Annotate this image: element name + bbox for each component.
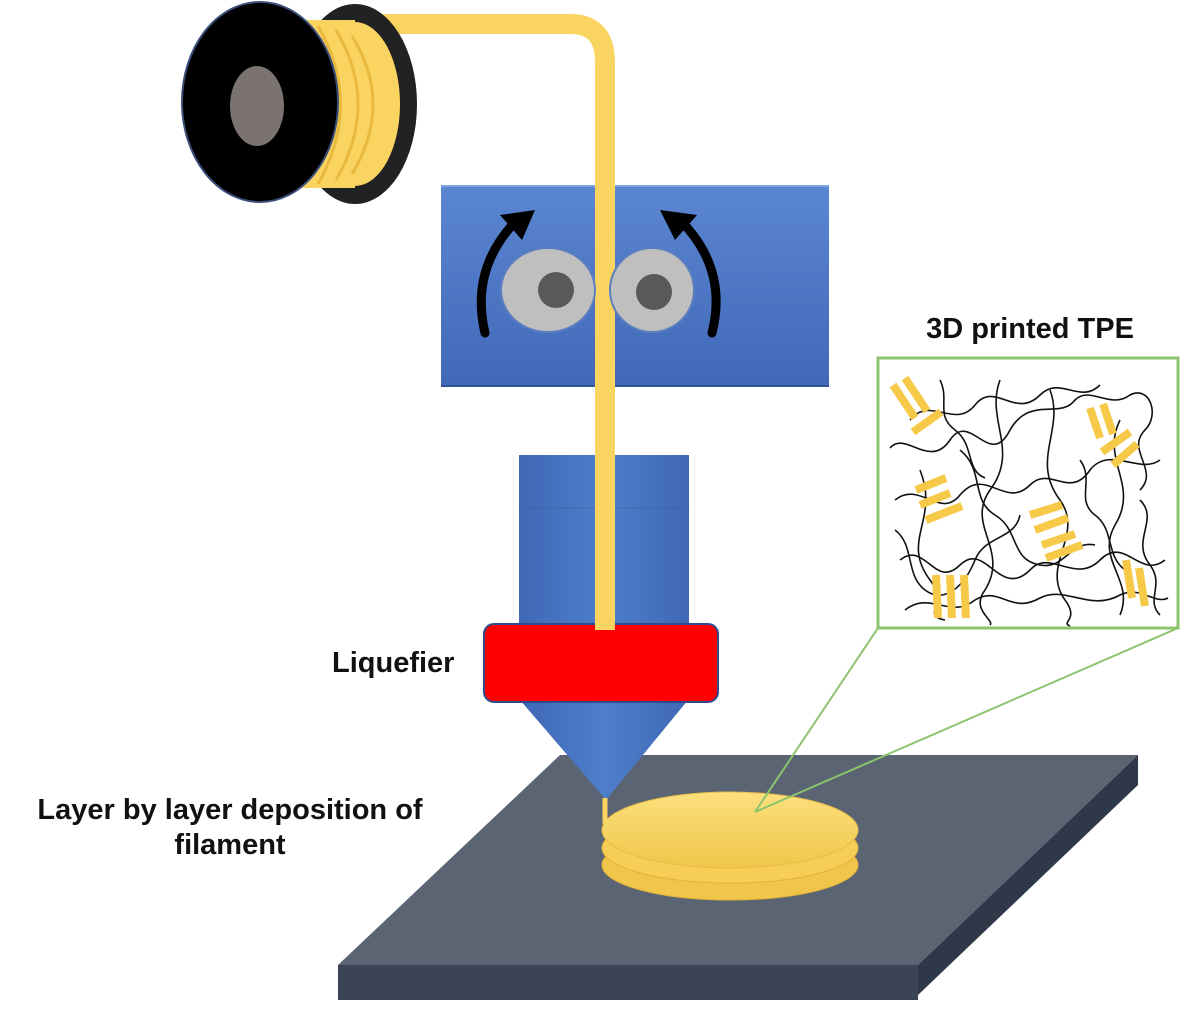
rotation-arrow-icon [476,210,535,338]
filament-spool-icon [181,1,417,204]
inset-title: 3D printed TPE [926,313,1134,345]
filament [340,14,615,630]
spool-hub [230,66,284,146]
deposition-label: Layer by layer deposition of filament [0,793,460,863]
nozzle-tip [520,700,688,800]
layer-1 [601,791,859,869]
callout-line-lower [754,627,1179,813]
tpe-inset [876,356,1180,630]
callout-lines [754,627,1179,813]
bed-front-side [338,965,918,1000]
liquefier-label: Liquefier [332,647,455,679]
liquefier-block [483,623,719,703]
rotation-arrow-icon [660,210,721,338]
deposition-label-line2: filament [174,828,286,861]
callout-line-upper [754,627,879,813]
drive-roller-icon [500,247,596,333]
drive-roller-icon [609,247,695,333]
deposited-layers [601,791,859,901]
drive-rollers [500,247,695,333]
bed-right-side [918,755,1138,995]
rotation-arrows [476,210,721,338]
hard-segments [889,375,1149,619]
deposition-label-line1: Layer by layer deposition of [37,794,423,826]
